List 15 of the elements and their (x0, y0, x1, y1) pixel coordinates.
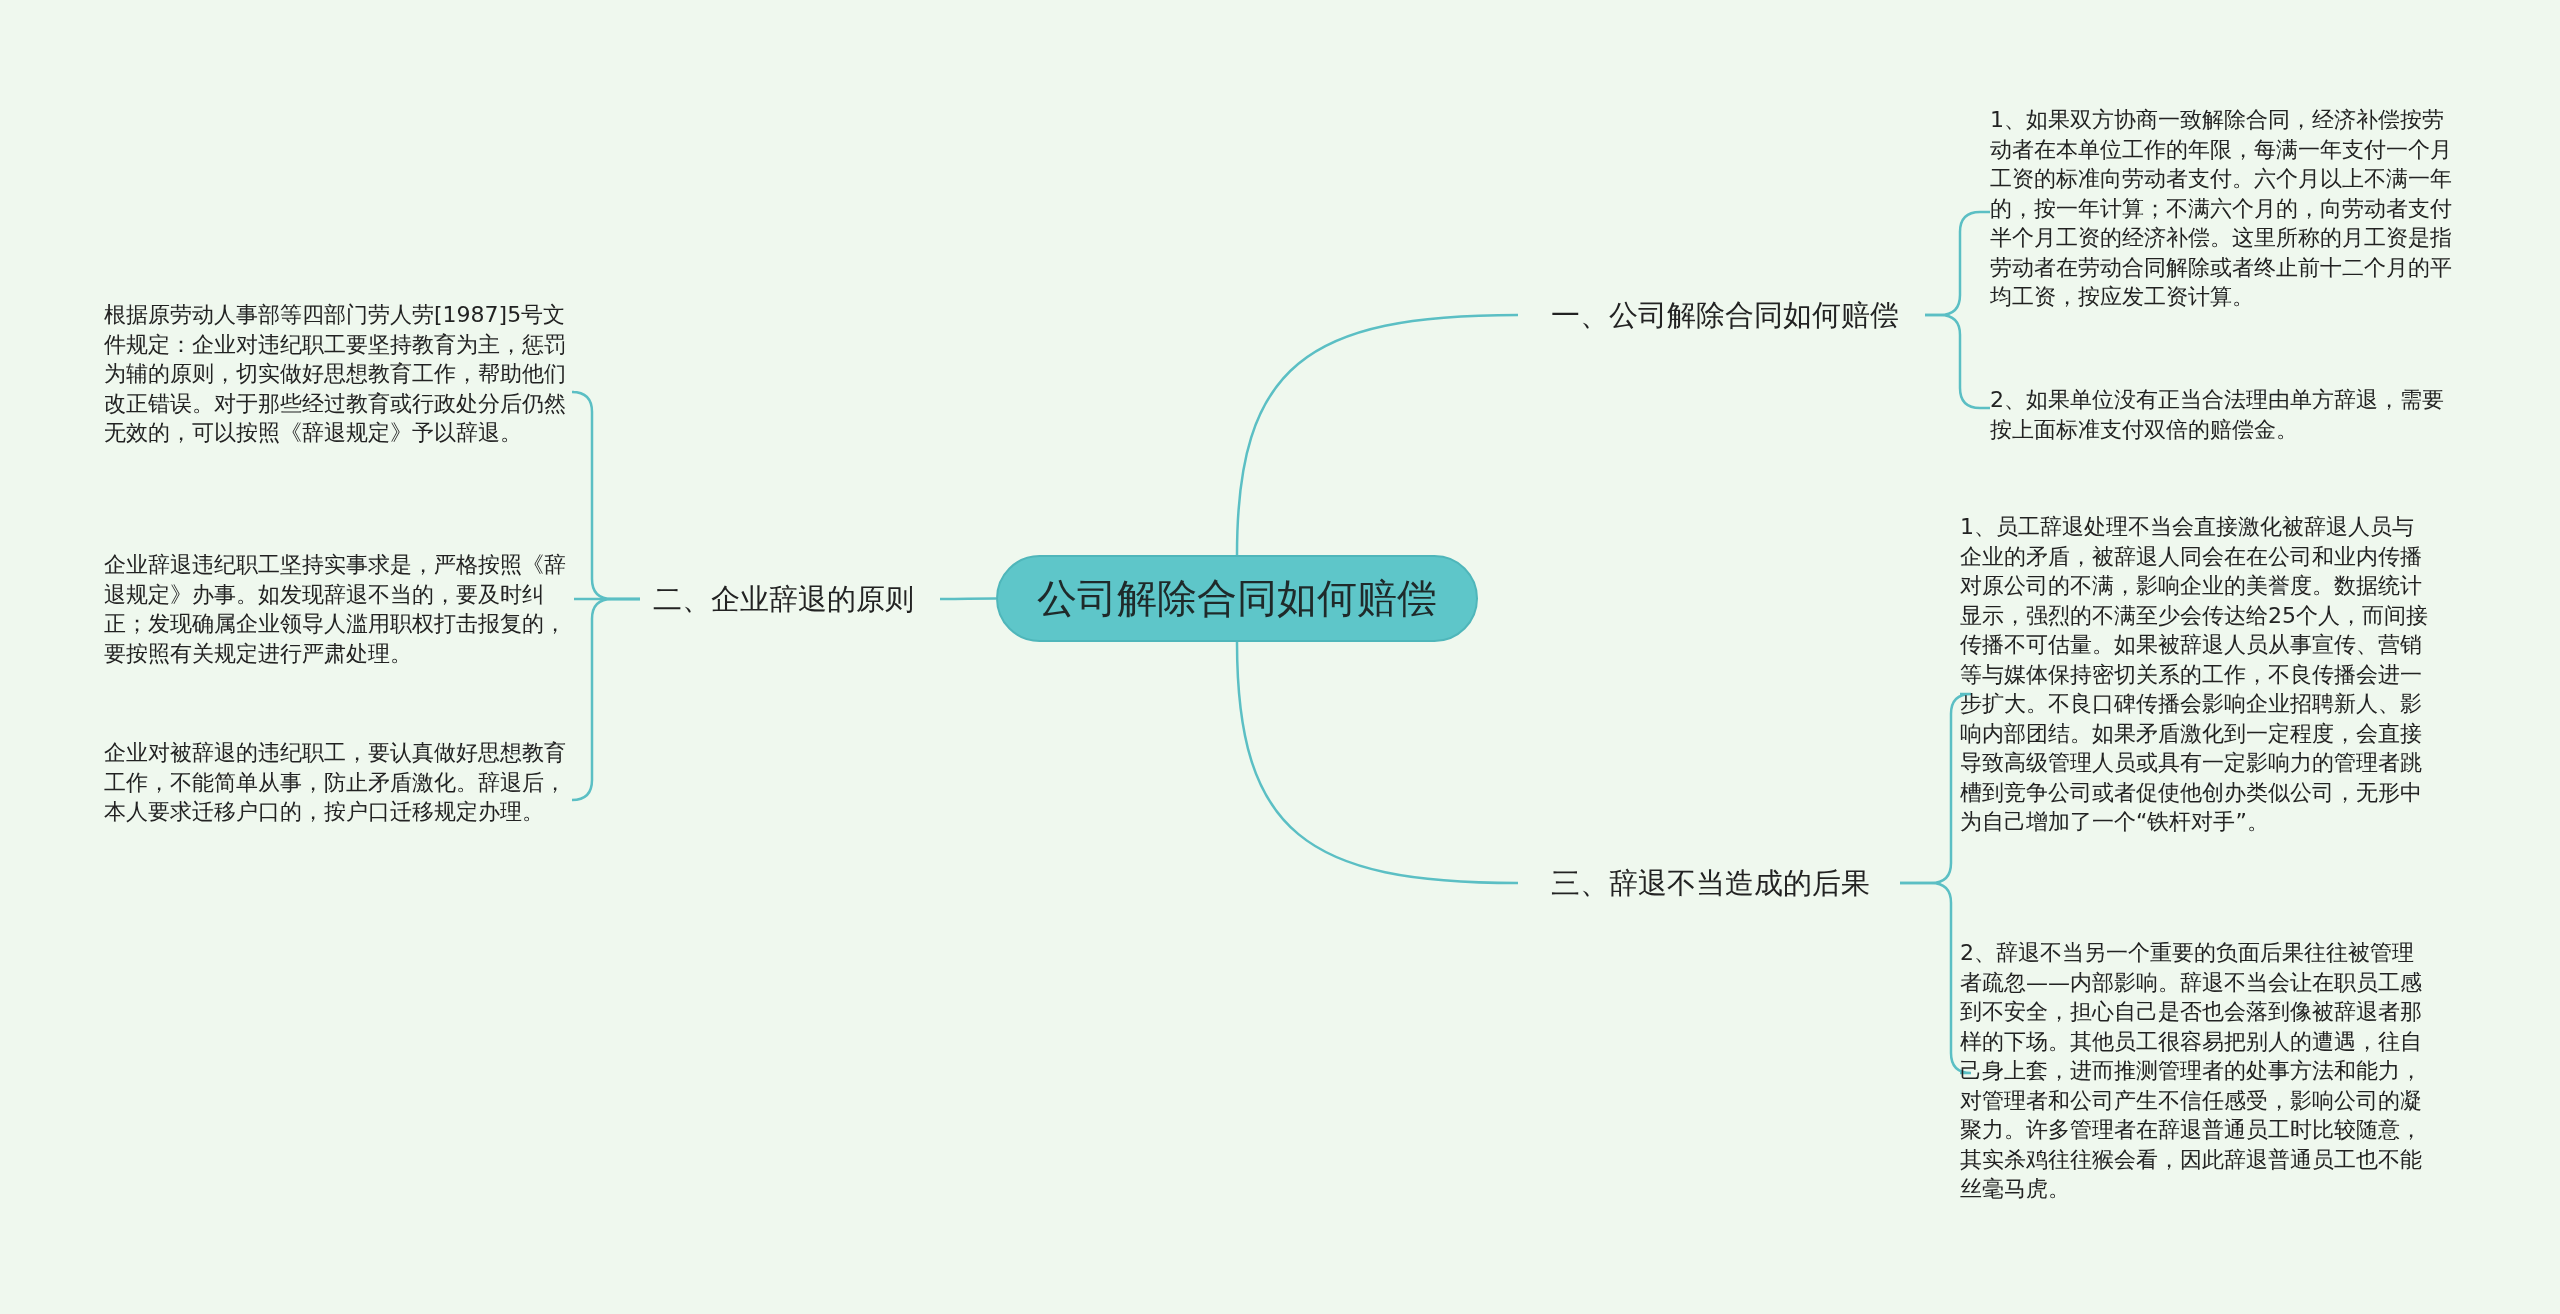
connector-line (1235, 641, 1519, 885)
note-text: 2、如果单位没有正当合法理由单方辞退，需要按上面标准支付双倍的赔偿金。 (1990, 385, 2460, 447)
branch-topic: 一、公司解除合同如何赔偿 (1518, 290, 1925, 340)
note-text: 企业辞退违纪职工坚持实事求是，严格按照《辞退规定》办事。如发现辞退不当的，要及时纠正；发现确属企业领导人滥用职权打击报复的，要按照有关规定进行严肃处理。 (104, 550, 574, 675)
note-text: 1、员工辞退处理不当会直接激化被辞退人员与企业的矛盾，被辞退人同会在在公司和业内传播对原公司的不满，影响企业的美誉度。数据统计显示，强烈的不满至少会传达给25个人，而间接传播不可估量。如果被辞退人员从事宣传、营销等与媒体保持密切关系的工作，不良传播会进一步扩大。不良口碑传播会影响企业招聘新人、影响内部团结。如果矛盾激化到一定程度，会直接导致高级管理人员或具有一定影响力的管理者跳槽到竞争公司或者促使他创办类似公司，无形中为自己增加了一个“铁杆对手”。 (1960, 512, 2435, 874)
connector-line (940, 597, 996, 601)
connector-line (570, 597, 640, 802)
note-text: 根据原劳动人事部等四部门劳人劳[1987]5号文件规定：企业对违纪职工要坚持教育为主，惩罚为辅的原则，切实做好思想教育工作，帮助他们改正错误。对于那些经过教育或行政处分后仍然无效的，可以按照《辞退规定》予以辞退。 (104, 300, 574, 485)
note-text: 1、如果双方协商一致解除合同，经济补偿按劳动者在本单位工作的年限，每满一年支付一个月工资的标准向劳动者支付。六个月以上不满一年的，按一年计算；不满六个月的，向劳动者支付半个月工资的经济补偿。这里所称的月工资是指劳动者在劳动合同解除或者终止前十二个月的平均工资，按应发工资计算。 (1990, 105, 2460, 320)
branch-topic: 二、企业辞退的原则 (640, 574, 940, 624)
branch-topic: 三、辞退不当造成的后果 (1518, 858, 1900, 908)
central-topic: 公司解除合同如何赔偿 (996, 555, 1478, 642)
note-text: 企业对被辞退的违纪职工，要认真做好思想教育工作，不能简单从事，防止矛盾激化。辞退后，本人要求迁移户口的，按户口迁移规定办理。 (104, 738, 574, 863)
note-text: 2、辞退不当另一个重要的负面后果往往被管理者疏忽——内部影响。辞退不当会让在职员工感到不安全，担心自己是否也会落到像被辞退者那样的下场。其他员工很容易把别人的遭遇，往自己身上套，进而推测管理者的处事方法和能力，对管理者和公司产生不信任感受，影响公司的凝聚力。许多管理者在辞退普通员工时比较随意，其实杀鸡往往猴会看，因此辞退普通员工也不能丝毫马虎。 (1960, 938, 2435, 1208)
connector-line (1235, 313, 1519, 556)
